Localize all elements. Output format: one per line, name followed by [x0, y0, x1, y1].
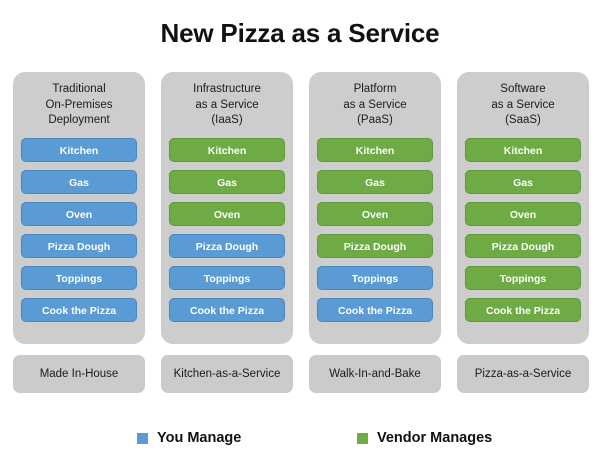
column-footer-label: Kitchen-as-a-Service [161, 355, 293, 393]
column-header-line: Deployment [48, 114, 110, 126]
column-header-line: Platform [353, 83, 397, 95]
column-footer-label: Made In-House [13, 355, 145, 393]
responsibility-pill: Oven [317, 202, 433, 226]
column-header-line: On-Premises [45, 98, 113, 111]
service-model-footers: Made In-House Kitchen-as-a-Service Walk-In… [13, 355, 589, 393]
responsibility-pill: Pizza Dough [317, 234, 433, 258]
responsibility-pill: Toppings [169, 266, 285, 290]
responsibility-pill: Gas [317, 170, 433, 194]
legend-swatch-icon [137, 432, 148, 444]
column-header-line: (PaaS) [357, 114, 393, 126]
responsibility-pill: Oven [21, 202, 137, 226]
responsibility-pill: Cook the Pizza [21, 298, 137, 322]
responsibility-pill: Oven [169, 202, 285, 226]
responsibility-pill: Pizza Dough [465, 234, 581, 258]
column-header-line: (SaaS) [505, 114, 541, 126]
column-header-line: Infrastructure [193, 83, 261, 95]
responsibility-pill: Kitchen [465, 138, 581, 162]
page-title: New Pizza as a Service [160, 18, 440, 48]
column-header-line: Software [500, 83, 546, 95]
responsibility-pill: Kitchen [21, 138, 137, 162]
column-footer-label: Walk-In-and-Bake [309, 355, 441, 393]
column-header-line: (IaaS) [211, 114, 243, 126]
column-header-line: Traditional [52, 83, 106, 95]
legend: You Manage Vendor Manages [0, 425, 600, 451]
responsibility-pill: Gas [465, 170, 581, 194]
responsibility-pill: Pizza Dough [21, 234, 137, 258]
responsibility-pill: Cook the Pizza [169, 298, 285, 322]
column-header: Infrastructure as a Service (IaaS) [169, 82, 285, 132]
legend-label: You Manage [157, 430, 242, 446]
column-header-line: as a Service [491, 98, 555, 111]
responsibility-pill: Oven [465, 202, 581, 226]
responsibility-pill: Toppings [21, 266, 137, 290]
responsibility-pill: Toppings [465, 266, 581, 290]
column-footer-label: Pizza-as-a-Service [457, 355, 589, 393]
column-header: Platform as a Service (PaaS) [317, 82, 433, 132]
column-header: Software as a Service (SaaS) [465, 82, 581, 132]
responsibility-pill: Toppings [317, 266, 433, 290]
legend-label: Vendor Manages [377, 430, 493, 446]
responsibility-pill: Gas [169, 170, 285, 194]
legend-item: Vendor Manages [357, 430, 492, 446]
responsibility-pill: Gas [21, 170, 137, 194]
legend-item: You Manage [137, 430, 241, 446]
column-header-line: as a Service [343, 98, 407, 111]
responsibility-pill: Cook the Pizza [317, 298, 433, 322]
column-header-line: as a Service [195, 98, 259, 111]
responsibility-pill: Kitchen [317, 138, 433, 162]
responsibility-pill: Kitchen [169, 138, 285, 162]
legend-swatch-icon [357, 432, 368, 444]
responsibility-pill: Cook the Pizza [465, 298, 581, 322]
responsibility-pill: Pizza Dough [169, 234, 285, 258]
